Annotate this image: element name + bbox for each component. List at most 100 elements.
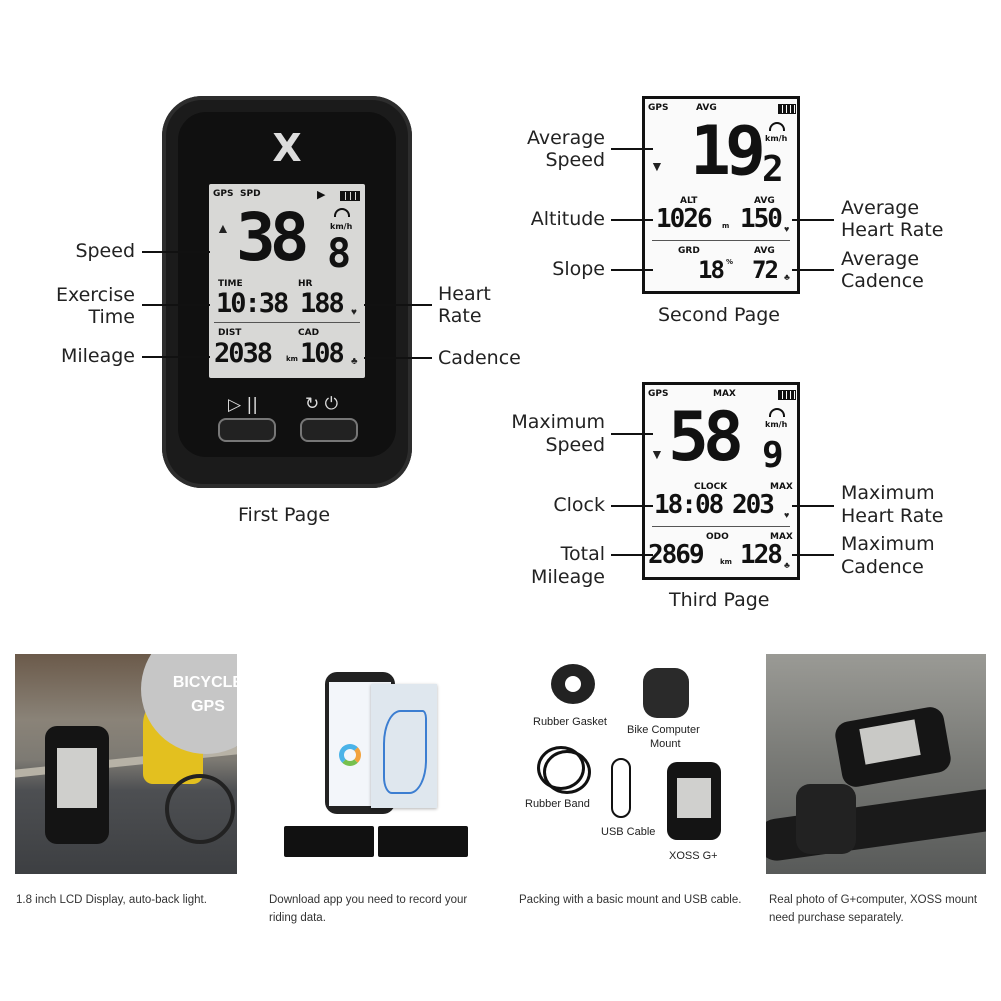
speed-decimal-value: 8 — [327, 231, 351, 277]
heart-icon: ♥ — [351, 307, 357, 318]
alt-label: ALT — [680, 196, 698, 206]
app-store-badge[interactable] — [284, 826, 374, 857]
speed-unit: km/h — [330, 222, 353, 231]
feature-text-1: 1.8 inch LCD Display, auto-back light. — [16, 894, 207, 906]
label-heart-rate-2: Rate — [438, 305, 482, 327]
heart-icon: ♥ — [784, 224, 790, 234]
leader-line — [364, 357, 432, 359]
avg-hr-label: AVG — [754, 196, 775, 206]
leader-line — [142, 251, 210, 253]
feature-photo-package: Rubber Gasket Bike Computer Mount Rubber… — [515, 654, 737, 874]
down-arrow-icon: ▼ — [650, 158, 664, 174]
leader-line — [792, 505, 834, 507]
label-maximum-heart-rate-2: Heart Rate — [841, 505, 944, 527]
mount-icon — [643, 668, 689, 718]
avg-label: AVG — [696, 103, 717, 113]
speed-main-value: 38 — [236, 199, 310, 276]
google-play-badge[interactable] — [378, 826, 468, 857]
clock-label: CLOCK — [694, 482, 728, 492]
max-cad-label: MAX — [770, 532, 793, 542]
dist-value: 2038 — [214, 338, 273, 369]
stem-shape — [796, 784, 856, 854]
cadence-icon: ♣ — [784, 560, 790, 570]
label-exercise-time-1: Exercise — [55, 284, 135, 306]
badge-text-2: GPS — [191, 698, 225, 715]
avg-speed-main: 19 — [690, 112, 766, 191]
cad-value: 108 — [300, 338, 345, 369]
speedometer-icon — [334, 208, 350, 217]
map-route — [383, 710, 427, 794]
caption-third-page: Third Page — [669, 589, 770, 611]
label-average-heart-rate-1: Average — [841, 197, 920, 219]
speedometer-icon — [769, 408, 785, 417]
label-rubber-band: Rubber Band — [525, 798, 590, 810]
avg-speed-decimal: 2 — [762, 149, 784, 190]
label-total-mileage-1: Total — [560, 543, 605, 565]
label-maximum-cadence-1: Maximum — [841, 533, 935, 555]
label-mileage: Mileage — [60, 345, 135, 367]
gps-status-icon: GPS — [648, 103, 669, 113]
rubber-gasket-hole — [565, 676, 581, 692]
avg-cad-value: 72 — [752, 256, 779, 284]
label-altitude: Altitude — [530, 208, 605, 230]
label-maximum-speed-2: Speed — [545, 434, 605, 456]
right-button[interactable] — [300, 418, 358, 442]
avg-cad-label: AVG — [754, 246, 775, 256]
battery-icon — [778, 390, 796, 400]
slope-unit: % — [726, 258, 734, 266]
leader-line — [611, 554, 653, 556]
feature-photo-real — [766, 654, 986, 874]
max-hr-label: MAX — [770, 482, 793, 492]
hr-label: HR — [298, 279, 313, 289]
down-arrow-icon: ▼ — [650, 446, 664, 462]
label-average-cadence-1: Average — [841, 248, 920, 270]
label-rubber-gasket: Rubber Gasket — [533, 716, 607, 728]
label-bike-computer-mount-2: Mount — [650, 738, 681, 750]
lcd-divider — [214, 322, 360, 323]
leader-line — [792, 269, 834, 271]
lcd-divider — [652, 240, 790, 241]
label-maximum-speed-1: Maximum — [511, 411, 605, 433]
bike-wheel — [165, 774, 235, 844]
leader-line — [611, 505, 653, 507]
max-label: MAX — [713, 389, 736, 399]
label-exercise-time-2: Time — [88, 306, 136, 328]
caption-second-page: Second Page — [658, 304, 780, 326]
time-value: 10:38 — [216, 288, 289, 319]
play-indicator-icon: ▶ — [317, 188, 326, 201]
feature-text-4: Real photo of G+computer, XOSS mount nee… — [769, 894, 978, 924]
odo-label: ODO — [706, 532, 729, 542]
usb-cable-icon — [611, 758, 631, 818]
max-speed-main: 58 — [668, 398, 744, 477]
slope-value: 18 — [698, 256, 725, 284]
xoss-logo-icon: X — [272, 126, 302, 170]
clock-value: 18:08 — [654, 490, 724, 520]
label-total-mileage-2: Mileage — [530, 566, 605, 588]
speedometer-icon — [769, 122, 785, 131]
left-button[interactable] — [218, 418, 276, 442]
label-speed: Speed — [75, 240, 135, 262]
lcd-divider — [652, 526, 790, 527]
label-xoss-gplus: XOSS G+ — [669, 850, 718, 862]
odometer-unit: km — [720, 558, 732, 566]
cadence-icon: ♣ — [784, 272, 790, 282]
feature-photo-app — [265, 654, 487, 874]
up-arrow-icon: ▲ — [216, 220, 230, 236]
label-heart-rate-1: Heart — [438, 283, 491, 305]
label-usb-cable: USB Cable — [601, 826, 656, 838]
gps-status-icon: GPS — [648, 389, 669, 399]
leader-line — [611, 148, 653, 150]
dist-unit: km — [286, 355, 298, 363]
label-bike-computer-mount-1: Bike Computer — [627, 724, 700, 736]
label-maximum-cadence-2: Cadence — [841, 556, 924, 578]
feature-text-3: Packing with a basic mount and USB cable… — [519, 894, 742, 906]
grd-label: GRD — [678, 246, 700, 256]
leader-line — [792, 219, 834, 221]
label-average-speed-1: Average — [526, 127, 605, 149]
rubber-band-icon-2 — [543, 750, 591, 794]
label-average-cadence-2: Cadence — [841, 270, 924, 292]
max-cad-value: 128 — [740, 540, 783, 570]
leader-line — [364, 304, 432, 306]
cadence-icon: ♣ — [351, 356, 358, 367]
play-pause-icon: ▷ || — [228, 395, 258, 415]
